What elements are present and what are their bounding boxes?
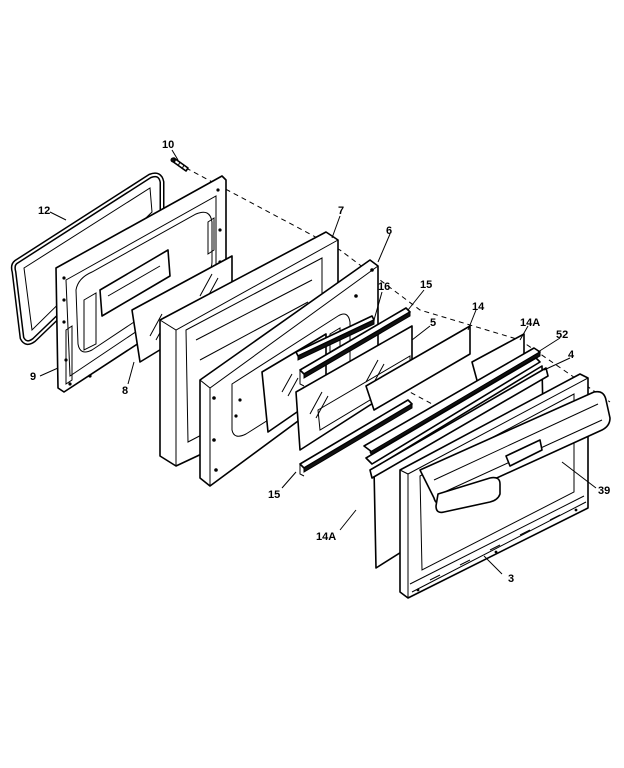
upper-glass-retainer-part-15 [299, 307, 411, 387]
outer-glass-part-14 [365, 325, 471, 411]
door-handle-part-39 [419, 390, 611, 514]
callout-6: 6 [386, 225, 392, 237]
callout-16: 16 [378, 281, 390, 293]
callout-15-upper: 15 [420, 279, 432, 291]
callout-9: 9 [30, 371, 36, 383]
callout-labels: 10 12 9 8 7 6 16 15 5 14 14A 52 4 39 15 … [30, 139, 610, 585]
callout-12: 12 [38, 205, 50, 217]
callout-15-lower: 15 [268, 489, 280, 501]
retaining-strip-part-52 [363, 347, 541, 465]
callout-3: 3 [508, 573, 514, 585]
callout-4: 4 [568, 349, 575, 361]
leader-lines [39, 149, 597, 575]
callout-14: 14 [472, 301, 485, 313]
callout-8: 8 [122, 385, 128, 397]
callout-14A-lower: 14A [316, 531, 336, 543]
callout-39: 39 [598, 485, 610, 497]
inner-door-liner-part-9 [55, 175, 227, 393]
callout-7: 7 [338, 205, 344, 217]
door-frame-part-4 [369, 367, 549, 479]
callout-14A-upper: 14A [520, 317, 540, 329]
callout-10: 10 [162, 139, 174, 151]
callout-52: 52 [556, 329, 568, 341]
lower-glass-retainer-part-15 [299, 399, 413, 477]
callout-5: 5 [430, 317, 436, 329]
screw-part-10 [170, 157, 189, 172]
